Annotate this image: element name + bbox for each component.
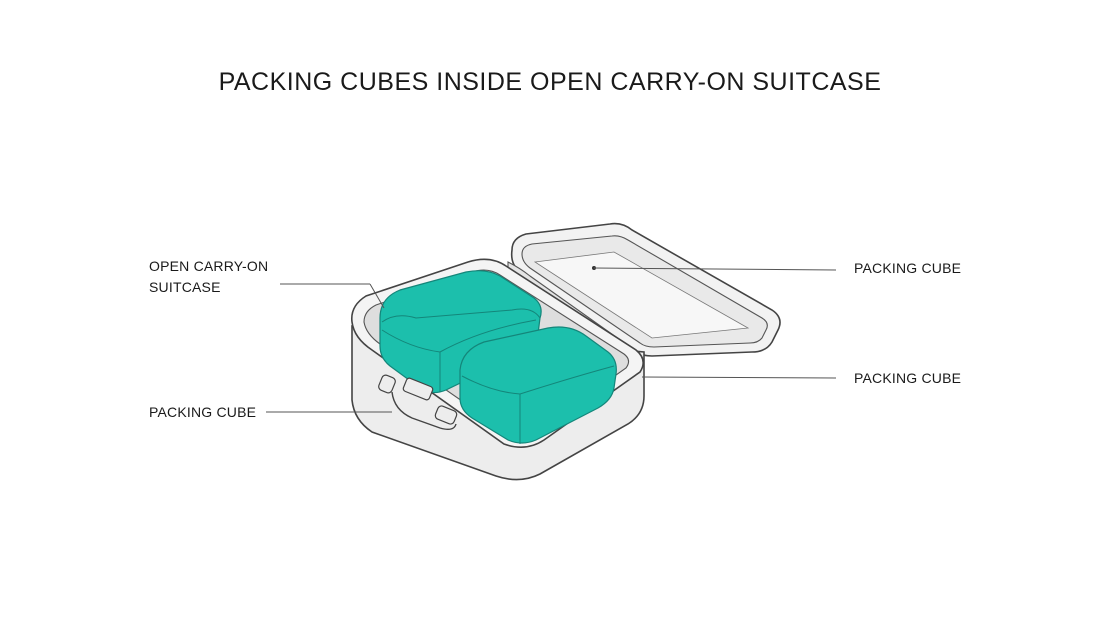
leader-line-cube-lid bbox=[593, 267, 837, 271]
leader-line-suitcase-diag bbox=[369, 283, 385, 309]
suitcase-lid bbox=[510, 222, 781, 357]
label-packing-cube-left: PACKING CUBE bbox=[149, 404, 257, 420]
label-open-carry-on-suitcase: OPEN CARRY-ON SUITCASE bbox=[149, 256, 268, 298]
label-packing-cube-lid: PACKING CUBE bbox=[854, 260, 962, 276]
label-suitcase-line-1: OPEN CARRY-ON bbox=[149, 258, 269, 274]
suitcase-handle bbox=[378, 374, 458, 431]
leader-line-cube-right bbox=[641, 376, 837, 379]
packing-cube-2 bbox=[459, 326, 617, 444]
diagram-title: PACKING CUBES INSIDE OPEN CARRY-ON SUITC… bbox=[218, 68, 882, 96]
label-suitcase-line-2: SUITCASE bbox=[149, 279, 221, 295]
label-packing-cube-right: PACKING CUBE bbox=[854, 370, 962, 386]
leader-lines bbox=[266, 267, 837, 413]
